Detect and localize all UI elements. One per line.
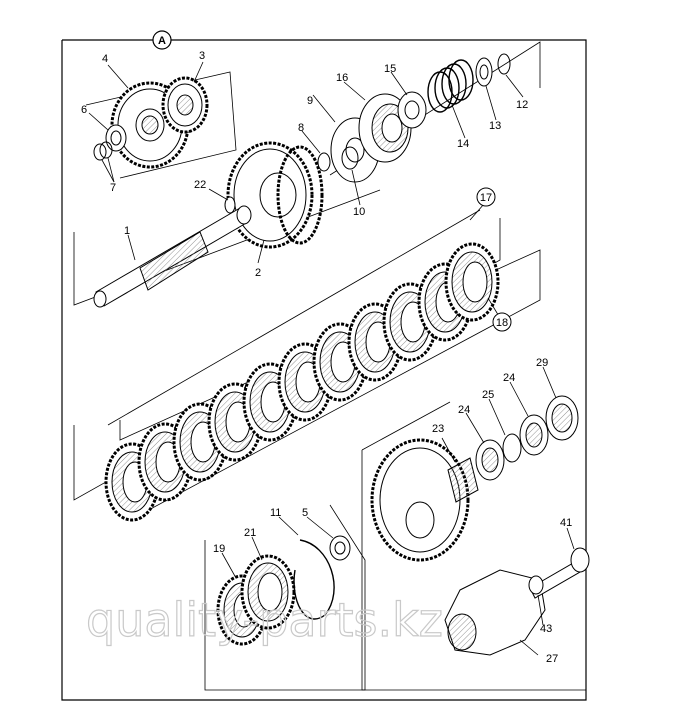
washer-7 (93, 141, 113, 161)
gear-3 (161, 76, 209, 134)
callout-3: 3 (199, 50, 205, 62)
gear-2 (226, 141, 324, 249)
clutch-plate-stack (104, 242, 500, 522)
callout-1: 1 (124, 225, 130, 237)
bearing-24a (475, 439, 505, 481)
callout-41: 41 (560, 517, 572, 529)
callout-12: 12 (516, 99, 528, 111)
nut-43 (528, 575, 544, 595)
circled-callout-18-label: 18 (496, 317, 508, 329)
callout-19: 19 (213, 543, 225, 555)
ring-8 (317, 152, 331, 172)
snap-ring-12 (497, 53, 511, 75)
callout-14: 14 (457, 138, 469, 150)
callout-2: 2 (255, 267, 261, 279)
callout-5: 5 (302, 507, 308, 519)
callout-25: 25 (482, 389, 494, 401)
watermark-text: quality-parts.kz (86, 593, 443, 647)
circled-callout-17: 17 (476, 187, 496, 207)
yoke-27 (444, 569, 546, 656)
bearing-24b (519, 414, 549, 456)
callout-15: 15 (384, 63, 396, 75)
section-label: A (158, 35, 166, 47)
circled-callout-17-label: 17 (480, 192, 492, 204)
clutch-plate (444, 242, 500, 322)
callout-16: 16 (336, 72, 348, 84)
callout-24b: 24 (503, 372, 515, 384)
ring-25 (502, 433, 522, 463)
ring-10 (341, 146, 359, 170)
bearing-15 (397, 91, 427, 129)
bearing-6 (105, 124, 127, 152)
callout-6: 6 (81, 104, 87, 116)
seal-29 (545, 395, 579, 441)
gear-23 (370, 438, 479, 562)
washer-13 (475, 57, 493, 87)
plate-21 (240, 554, 296, 630)
callout-24a: 24 (458, 404, 470, 416)
callout-9: 9 (307, 95, 313, 107)
callout-21: 21 (244, 527, 256, 539)
ring-22 (224, 196, 236, 214)
callout-4: 4 (102, 53, 108, 65)
callout-7: 7 (110, 182, 116, 194)
callout-13: 13 (489, 120, 501, 132)
spring-14 (427, 59, 474, 113)
callout-8: 8 (298, 122, 304, 134)
shaft-1 (93, 205, 252, 308)
circled-callout-18: 18 (492, 312, 512, 332)
snap-ring-11 (293, 539, 335, 620)
callout-29: 29 (536, 357, 548, 369)
callout-labels: 4 3 6 7 9 8 16 15 10 14 13 12 22 1 2 23 … (81, 50, 572, 665)
callout-22: 22 (194, 179, 206, 191)
callout-43: 43 (540, 623, 552, 635)
leader-lines (88, 61, 575, 656)
callout-10: 10 (353, 206, 365, 218)
frame-outline (61, 39, 587, 701)
callout-27: 27 (546, 653, 558, 665)
callout-11: 11 (270, 507, 281, 519)
section-marker-a: A (152, 30, 172, 50)
bearing-5 (329, 535, 351, 561)
callout-23: 23 (432, 423, 444, 435)
output-group-box (361, 401, 586, 691)
